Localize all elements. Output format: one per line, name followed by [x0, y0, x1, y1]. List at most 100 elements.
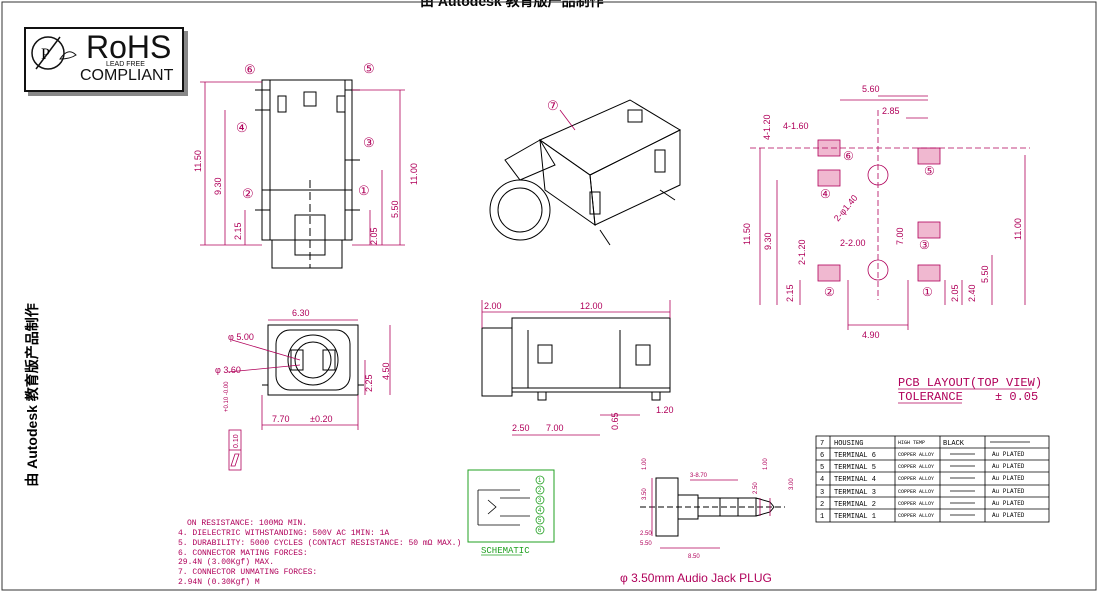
side-dim-w200: 2.00 [484, 301, 502, 311]
end-view-dims [227, 319, 391, 430]
plug-dim-100a: 1.00 [642, 458, 648, 470]
rohs-subtitle: LEAD FREE [106, 61, 145, 68]
bom-finish2-1: Au PLATED [992, 451, 1025, 458]
bom-table [815, 435, 1050, 523]
pcb-layout-title: PCB LAYOUT(TOP VIEW) [898, 376, 1042, 390]
rohs-leaf-icon: P [31, 36, 77, 70]
pcb-tolerance-value: ± 0.05 [995, 390, 1038, 404]
bom-finish1-0: BLACK [943, 440, 965, 448]
side-view-dim-labels: 2.00 12.00 2.50 7.00 0.65 1.20 [484, 301, 674, 433]
bom-finish2-2: Au PLATED [992, 463, 1025, 470]
bom-name-5: TERMINAL 2 [834, 501, 876, 509]
svg-text:P: P [41, 46, 50, 63]
plug-dim-labels: 3.50 1.00 2.50 1.00 3.00 3-8.70 2.50 5.5… [640, 458, 795, 560]
note-line-7: 2.94N (0.30Kgf) M [178, 578, 260, 587]
end-dim-h450: 4.50 [381, 362, 391, 380]
pcb-dim-240: 2.40 [967, 284, 977, 302]
flatness-symbol: 0.10 [228, 429, 242, 471]
plug-dim-550: 5.50 [640, 541, 652, 547]
iso-callout-7: ⑦ [547, 98, 559, 113]
schematic-pin-2: 2 [538, 488, 542, 494]
pcb-dim-4x120: 4-1.20 [762, 114, 772, 140]
bom-no-6: 1 [820, 513, 824, 521]
pcb-dim-h930: 9.30 [763, 232, 773, 250]
pcb-pad-label-1: ① [922, 285, 933, 299]
plug-caption: φ 3.50mm Audio Jack PLUG [620, 571, 772, 585]
callout-1: ① [358, 183, 370, 198]
dim-front-h930: 9.30 [213, 177, 223, 195]
spec-notes: ON RESISTANCE: 100MΩ MIN. 4. DIELECTRIC … [178, 519, 461, 587]
bom-no-5: 2 [820, 501, 824, 509]
end-view-dim-labels: 6.30 φ 5.00 φ 3.60 2.25 4.50 7.70 ±0.20 … [215, 308, 391, 424]
dim-front-h1150: 11.50 [193, 150, 203, 172]
bom-finish2-3: Au PLATED [992, 475, 1025, 482]
bom-material-4: COPPER ALLOY [898, 489, 934, 495]
front-view-dims [200, 81, 405, 246]
pcb-pad-3 [917, 221, 941, 239]
end-dim-d360: φ 3.60 [215, 365, 241, 375]
schematic-pin-1: 1 [538, 478, 542, 484]
pcb-pad-1 [917, 264, 941, 282]
end-dim-tol: +0.10 -0.00 [224, 381, 230, 412]
note-line-6: 7. CONNECTOR UNMATING FORCES: [178, 568, 317, 577]
side-dim-w250: 2.50 [512, 423, 530, 433]
schematic-pin-5: 5 [538, 518, 542, 524]
pcb-dim-hole: 2-φ1.40 [832, 193, 860, 223]
end-dim-d500: φ 5.00 [228, 332, 254, 342]
plug-dim-300: 3.00 [789, 478, 795, 490]
bom-finish2-5: Au PLATED [992, 500, 1025, 507]
schematic: 1 2 3 4 5 6 SCHEMATIC [467, 469, 555, 556]
bom-finish2-4: Au PLATED [992, 488, 1025, 495]
pcb-pad-5 [917, 147, 941, 165]
pcb-dim-h1100: 11.00 [1013, 218, 1023, 240]
plug-dim-250b: 2.50 [640, 531, 652, 537]
plug-dim-250: 2.50 [753, 482, 759, 494]
pcb-tolerance-label: TOLERANCE [898, 390, 963, 404]
callout-5: ⑤ [363, 61, 375, 76]
side-dim-w1200: 12.00 [580, 301, 603, 311]
front-view [255, 79, 360, 269]
pcb-dim-w285: 2.85 [882, 106, 900, 116]
schematic-pin-3: 3 [538, 498, 542, 504]
dim-front-d215: 2.15 [233, 222, 243, 240]
bom-material-6: COPPER ALLOY [898, 513, 934, 519]
bom-no-0: 7 [820, 440, 824, 448]
watermark-top: 由 Autodesk 教育版产品制作 [420, 0, 604, 9]
dim-front-h1100: 11.00 [409, 163, 419, 185]
side-dim-w065: 0.65 [610, 412, 620, 430]
bom-text: 7 6 5 4 3 2 1 HOUSING TERMINAL 6 TERMINA… [820, 440, 1025, 521]
rohs-title: RoHS [86, 29, 172, 65]
iso-leader [559, 109, 576, 131]
pcb-pad-label-2: ② [824, 285, 835, 299]
bom-material-3: COPPER ALLOY [898, 476, 934, 482]
end-dim-d020: ±0.20 [310, 414, 332, 424]
note-line-2: 4. DIELECTRIC WITHSTANDING: 500V AC 1MIN… [178, 529, 389, 538]
callout-6: ⑥ [244, 62, 256, 77]
bom-no-3: 4 [820, 476, 824, 484]
rohs-badge: P RoHS LEAD FREE COMPLIANT [24, 27, 184, 92]
dim-front-d550: 5.50 [390, 200, 400, 218]
pcb-pad-label-3: ③ [919, 238, 930, 252]
plug-dim-850: 8.50 [688, 554, 700, 560]
pcb-dim-700: 7.00 [895, 227, 905, 245]
bom-name-6: TERMINAL 1 [834, 513, 876, 521]
schematic-pin-6: 6 [538, 528, 542, 534]
iso-view [489, 99, 682, 246]
end-dim-w770: 7.70 [272, 414, 290, 424]
front-view-dim-labels: 11.50 9.30 2.15 11.00 5.50 2.05 [193, 150, 419, 245]
bom-material-2: COPPER ALLOY [898, 464, 934, 470]
note-line-1: ON RESISTANCE: 100MΩ MIN. [187, 519, 307, 528]
side-view-dims [481, 300, 671, 436]
bom-no-1: 6 [820, 452, 824, 460]
pcb-dim-215: 2.15 [785, 284, 795, 302]
bom-name-4: TERMINAL 3 [834, 489, 876, 497]
pcb-pad-label-5: ⑤ [924, 164, 935, 178]
bom-material-1: COPPER ALLOY [898, 452, 934, 458]
note-line-5: 29.4N (3.00Kgf) MAX. [178, 558, 274, 567]
pcb-layout: 5.60 2.85 4-1.20 4-1.60 2-φ1.40 7.00 2-1… [742, 84, 1042, 404]
bom-no-2: 5 [820, 464, 824, 472]
pcb-dim-2x200: 2-2.00 [840, 238, 866, 248]
schematic-label: SCHEMATIC [481, 546, 530, 556]
bom-material-0: HIGH TEMP [898, 440, 925, 446]
